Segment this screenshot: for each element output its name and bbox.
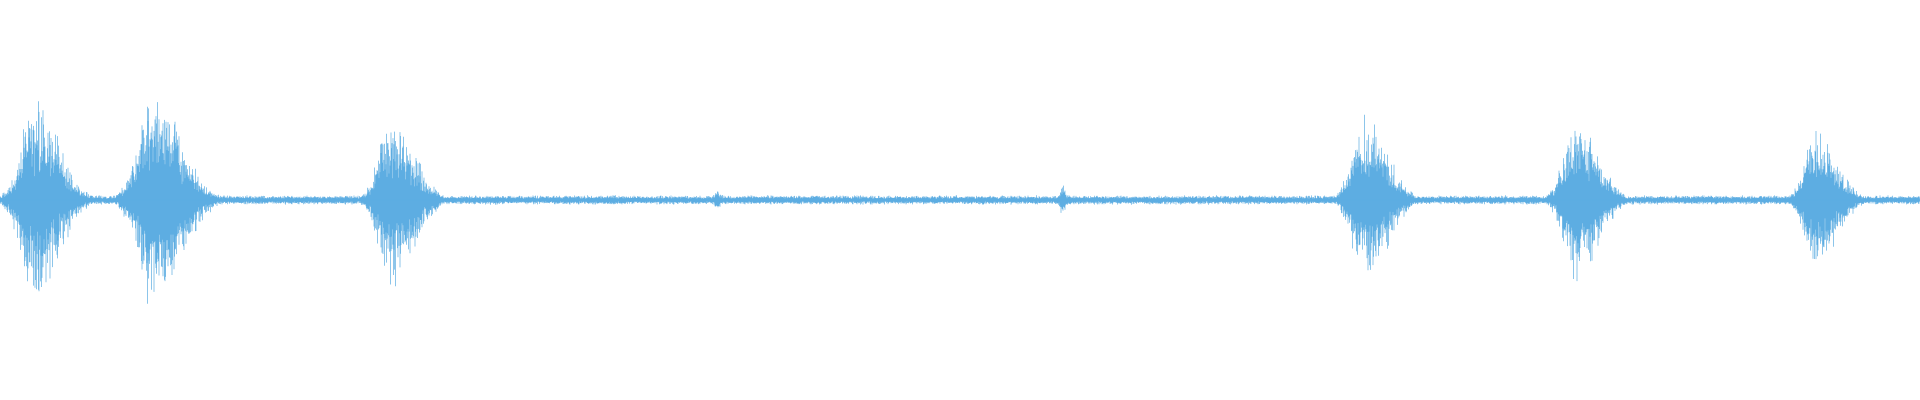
- waveform-trace: [0, 101, 1920, 304]
